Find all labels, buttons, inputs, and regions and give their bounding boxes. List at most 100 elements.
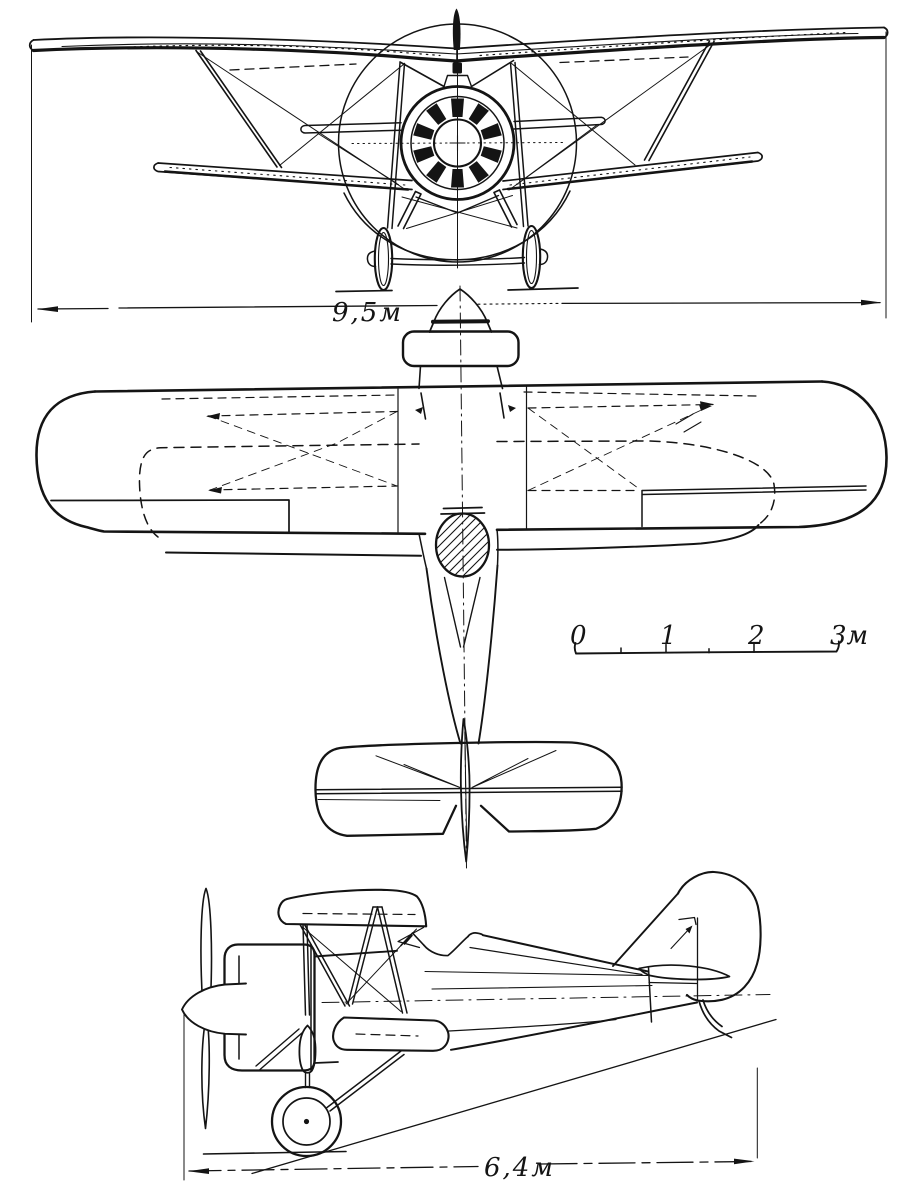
wingspan-dimension-label: 9,5м — [332, 298, 403, 328]
upper-wing-plan-stroke-1 — [93, 380, 824, 393]
hubcap-left — [366, 250, 377, 268]
spinner-side-stroke-1 — [182, 983, 246, 1035]
ground-line-horizontal — [202, 1150, 347, 1155]
interplane-struts-front — [195, 40, 715, 169]
upper-wing-plan-stroke-3 — [495, 380, 888, 532]
fuselage-side-stroke-2 — [423, 935, 469, 957]
lower-wing-plan-stroke-2 — [496, 440, 776, 526]
tailplane-side — [638, 964, 731, 981]
upper-wing-trailing-edge-hidden — [559, 56, 689, 64]
landing-gear-side-stroke-3 — [282, 1097, 331, 1146]
scale-tick-0: 0 — [570, 621, 587, 651]
landing-gear-front-stroke-1 — [386, 62, 406, 230]
fin-leading-edge — [612, 892, 679, 967]
fuselage-plan-stroke-2 — [425, 567, 462, 745]
landing-gear-front — [335, 61, 579, 293]
engine-cowling-stroke-4 — [449, 134, 466, 152]
scale-bar-stroke-1 — [573, 640, 840, 655]
fuselage-side-stroke-5 — [313, 1061, 339, 1064]
scale-tick-2: 2 — [747, 621, 765, 651]
front-horizontal-centerline — [351, 142, 566, 144]
spinner-side-stroke-2 — [181, 982, 247, 1036]
lower-wing-side-stroke-2 — [355, 1033, 419, 1037]
aileron-left — [50, 499, 290, 534]
fuselage-plan-stroke-1 — [418, 529, 499, 570]
fuselage-side-stroke-7 — [647, 966, 653, 1023]
wing-internal-structure-stroke-2 — [207, 410, 398, 417]
upper-wing-plan-stroke-2 — [35, 390, 427, 536]
cockpit-plan-stroke-2 — [436, 513, 489, 577]
lower-wing-side-stroke-1 — [332, 1016, 450, 1052]
cowling-plan-stroke-1 — [401, 330, 520, 368]
lower-wing-plan-stroke-4 — [496, 524, 760, 551]
wing-internal-structure-stroke-3 — [209, 485, 398, 491]
wing-internal-structure — [161, 391, 758, 492]
turtledeck — [482, 934, 649, 973]
windscreen-plan — [440, 506, 486, 515]
upper-wing-side-stroke-2 — [302, 912, 416, 916]
stabilizer-front-stroke-2 — [513, 116, 606, 130]
engine-cowling-stroke-2 — [410, 95, 505, 191]
front-view: 9,5м — [28, 8, 889, 328]
tail-side-stroke-3 — [685, 925, 693, 934]
strut-wires-side — [302, 926, 417, 1012]
landing-gear-side-stroke-4 — [303, 1118, 310, 1125]
scale-bar: 0 1 2 3м — [570, 621, 868, 655]
gull-center-fairing-stroke-1 — [399, 59, 515, 88]
fuselage-side — [313, 932, 771, 1064]
tailplane-plan-stroke-3 — [464, 731, 468, 849]
upper-wing-front-stroke-3 — [31, 35, 886, 63]
cabane-struts-side-stroke-1 — [302, 923, 311, 1016]
wing-internal-structure-stroke-5 — [523, 391, 758, 397]
cabane-struts-side-stroke-2 — [299, 923, 351, 1007]
upper-wing-front-stroke-5 — [883, 26, 889, 39]
landing-gear-front-stroke-3 — [377, 231, 390, 287]
cabane-marks-plan — [420, 392, 505, 420]
upper-wing-plan-stroke-4 — [675, 413, 702, 433]
landing-gear-side-stroke-1 — [255, 1028, 304, 1071]
engine-cowling — [399, 85, 516, 201]
stabilizer-front — [300, 116, 606, 134]
fuselage-axis — [321, 994, 771, 1003]
rigging-wires-front-stroke-3 — [317, 124, 598, 184]
wingspan-dimension-stroke-2 — [477, 302, 561, 305]
dimension-arrow-left — [37, 306, 58, 312]
upper-wing-plan-stroke-6 — [208, 487, 222, 494]
landing-gear-side — [255, 1024, 405, 1158]
engine-cowling-stroke-1 — [399, 85, 516, 201]
interplane-struts-front-stroke-2 — [643, 40, 715, 162]
propeller-side-stroke-2 — [201, 1015, 211, 1130]
dimension-arrow-right-side — [734, 1158, 755, 1165]
wingspan-dimension-stroke-1 — [37, 301, 881, 310]
landing-gear-side-stroke-2 — [304, 1072, 311, 1089]
hubcap-right — [538, 248, 549, 266]
ground-tick-right — [507, 287, 579, 291]
lower-wing-front-stroke-1 — [153, 162, 413, 191]
lower-wing-front-stroke-5 — [163, 160, 754, 191]
scale-tick-1: 1 — [660, 621, 677, 651]
lower-wing-plan-stroke-3 — [165, 551, 422, 557]
fuselage-side-stroke-3 — [469, 946, 643, 976]
upper-wing-side — [277, 888, 428, 928]
upper-wing-front-stroke-4 — [28, 39, 35, 52]
scale-bar-stroke-2 — [620, 643, 755, 654]
lower-wing-side — [332, 1016, 617, 1052]
ground-tick-left — [335, 289, 393, 293]
tailplane-plan-stroke-2 — [317, 799, 441, 801]
gull-center-fairing — [399, 8, 515, 88]
ground-line — [251, 1018, 777, 1175]
aileron-right — [641, 485, 867, 528]
tail-side-stroke-4 — [648, 981, 698, 985]
cabane-struts-side — [299, 906, 425, 1016]
dimension-arrow-right — [861, 299, 882, 306]
propeller-hub-block — [452, 62, 462, 74]
gull-center-fairing-stroke-2 — [443, 74, 473, 88]
upper-wing-plan-stroke-5 — [206, 413, 220, 420]
side-view: 6,4м — [181, 870, 777, 1183]
wing-internal-structure-stroke-8 — [527, 405, 711, 491]
wing-internal-structure-stroke-1 — [161, 394, 398, 400]
lower-wing-plan — [138, 440, 776, 557]
engine-cylinders — [413, 98, 502, 188]
wing-internal-structure-stroke-6 — [527, 403, 714, 409]
